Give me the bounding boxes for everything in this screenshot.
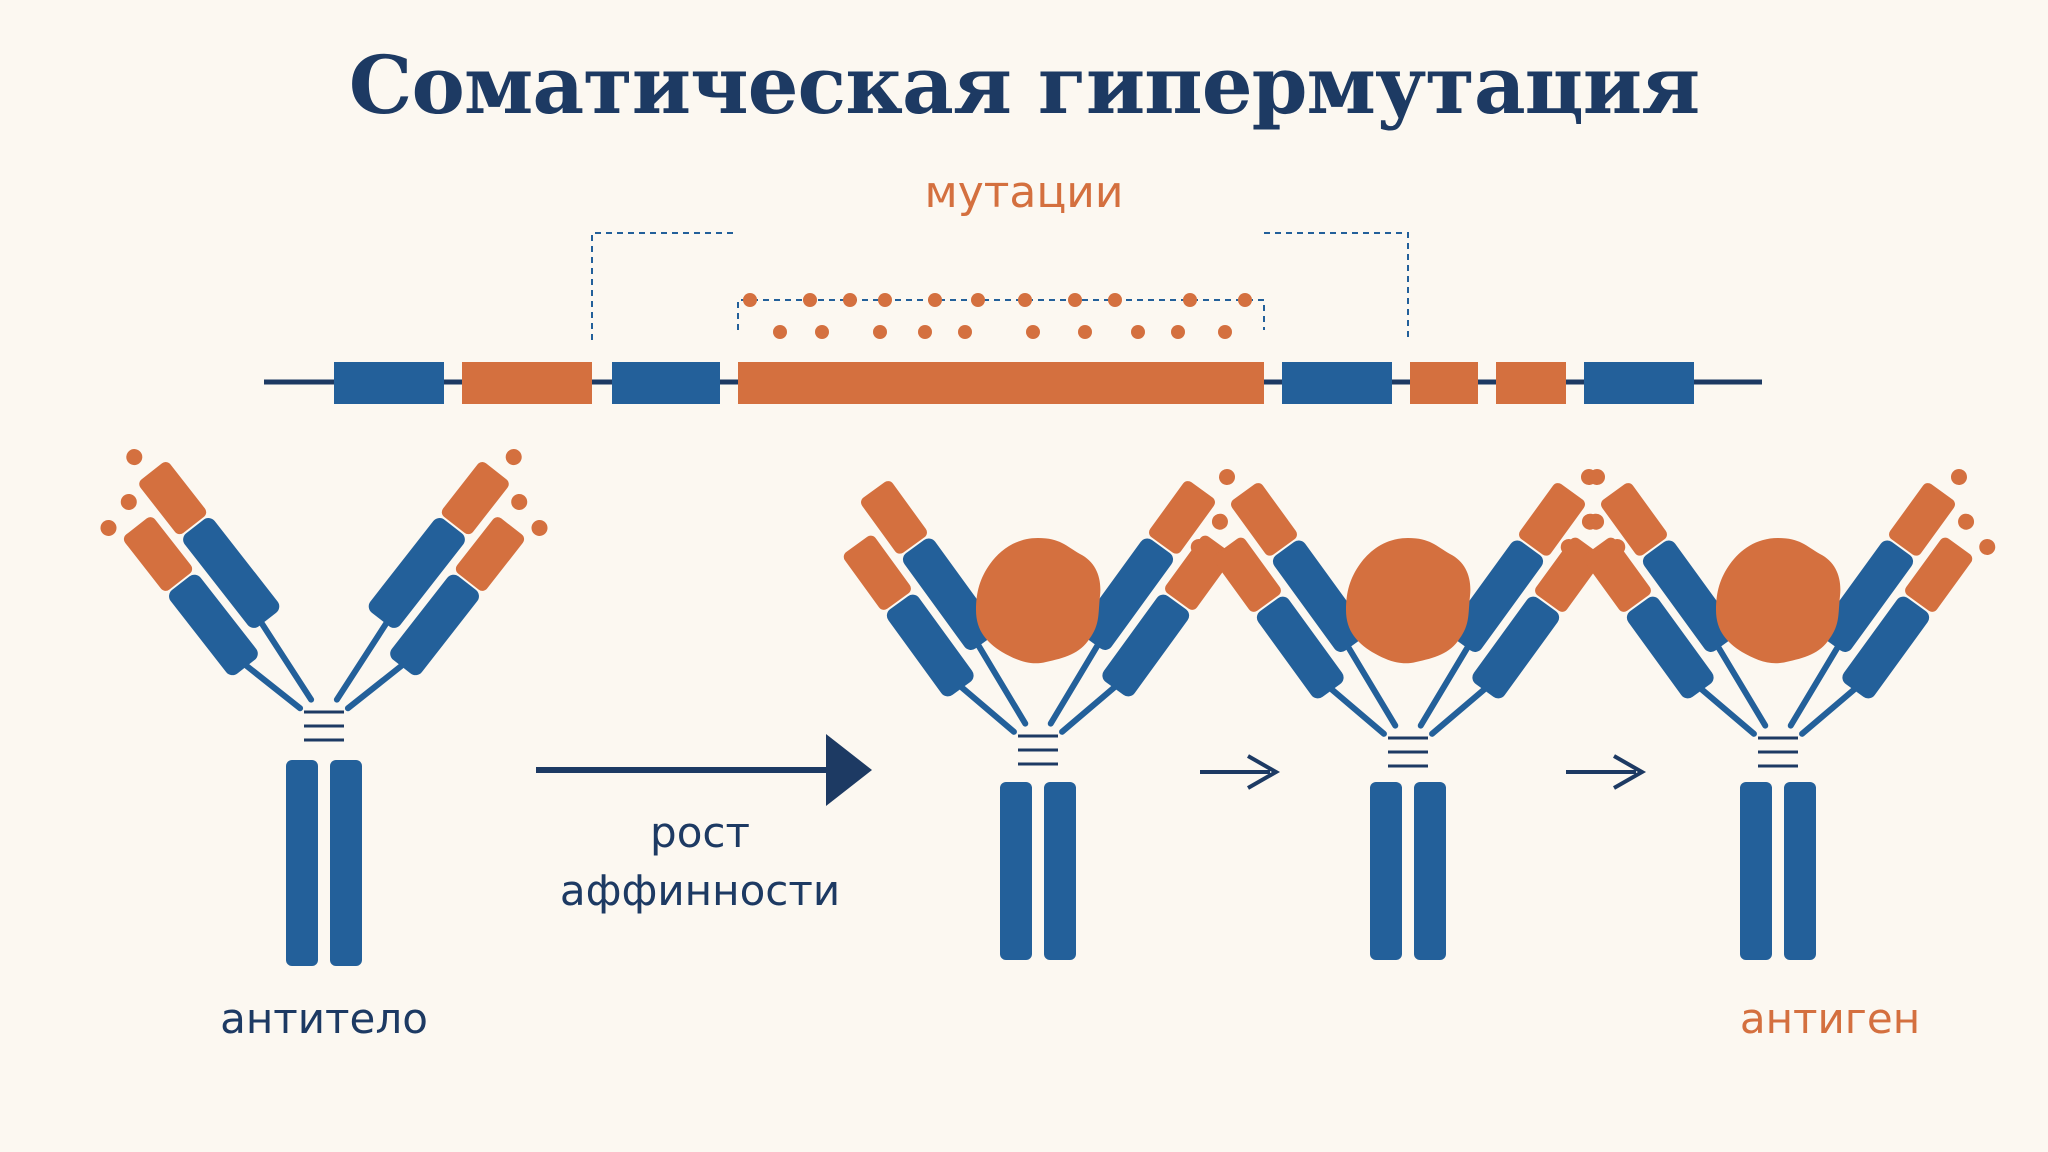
mutation-dot [878,293,892,307]
antibody [1164,465,1652,960]
affinity-growth-label: рост аффинности [500,804,900,920]
heavy-chain [1740,782,1772,960]
mutation-dot [1018,293,1032,307]
antigen-blob [1346,538,1471,664]
mutation-dot [1026,325,1040,339]
mutation-dot [803,293,817,307]
gene-segment-constant [612,362,720,404]
mutation-dot [1183,293,1197,307]
heavy-chain [1414,782,1446,960]
mutations-label: мутации [924,167,1124,218]
mutation-dot [873,325,887,339]
mutation-dot [1238,293,1252,307]
mutation-dot [1108,293,1122,307]
mutation-dot [928,293,942,307]
mutation-dot [773,325,787,339]
mutation-dot [1218,325,1232,339]
gene-bracket-left [591,232,736,340]
gene-bracket-right [1264,232,1409,340]
mutation-dot [958,325,972,339]
antibody-arm-right [310,445,576,738]
affinity-label-line1: рост [650,808,750,857]
heavy-chain [330,760,362,966]
gene-segment-constant [1282,362,1392,404]
heavy-chain [1044,782,1076,960]
mutation-dot [743,293,757,307]
affinity-arrow [536,734,872,806]
diagram-title: Соматическая гипермутация [348,38,1700,132]
heavy-chain [1784,782,1816,960]
heavy-chain [1370,782,1402,960]
gene-segment-constant [334,362,444,404]
affinity-label-line2: аффинности [559,866,841,915]
mutation-dot [971,293,985,307]
gene-segment-variable [1410,362,1478,404]
mutation-dot [1171,325,1185,339]
antigen-blob [976,538,1101,664]
antibody-label: антитело [220,994,428,1043]
gene-segment-constant [1584,362,1694,404]
antibody [72,445,576,966]
mutation-dot [843,293,857,307]
step-arrow [1200,754,1281,790]
antibody [1534,465,2022,960]
heavy-chain [286,760,318,966]
antibody [821,479,1254,960]
antibodies [72,445,2022,966]
mutation-region-bracket [737,299,1265,330]
gene-diagram [264,232,1762,404]
step-arrow [1566,754,1647,790]
mutation-dot [1068,293,1082,307]
mutation-dots [743,293,1252,339]
gene-segment-variable [462,362,592,404]
gene-segment-variable-mutated [738,362,1264,404]
mutation-dot [815,325,829,339]
mutation-dot [1131,325,1145,339]
antibody-arm-left [72,445,338,738]
gene-segment-variable [1496,362,1566,404]
antigen-blob [1716,538,1841,664]
heavy-chain [1000,782,1032,960]
antigen-label: антиген [1739,994,1921,1043]
mutation-dot [1078,325,1092,339]
mutation-dot [918,325,932,339]
